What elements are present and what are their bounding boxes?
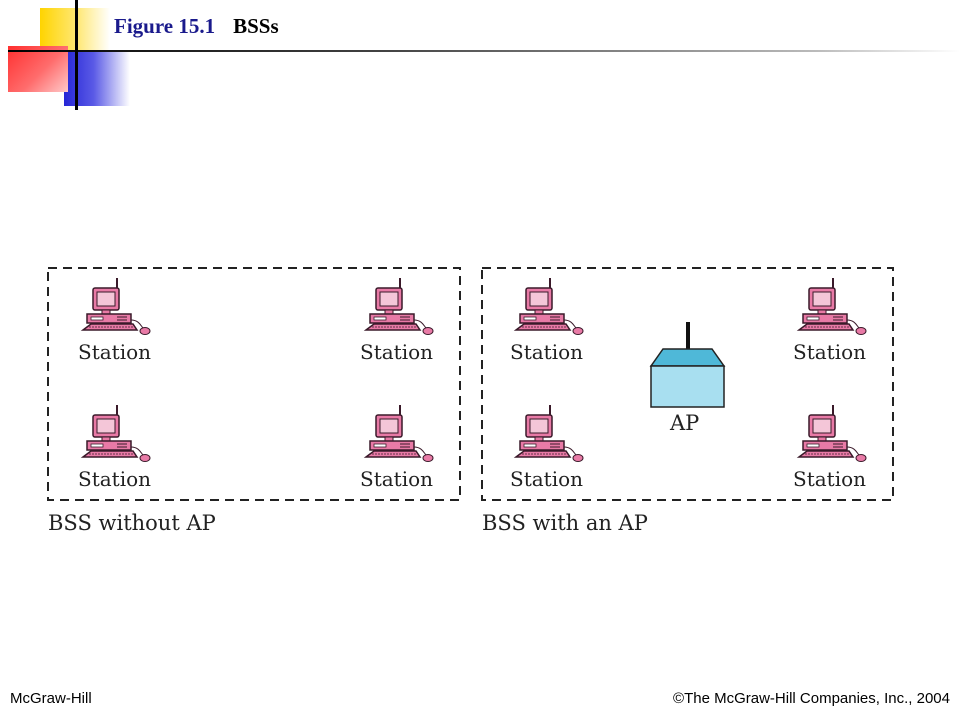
station-label: Station (793, 467, 866, 491)
bss-with-ap-boundary (481, 267, 894, 501)
station-label: Station (78, 340, 151, 364)
bss-without-ap-boundary (47, 267, 461, 501)
station-label: Station (78, 467, 151, 491)
station-computer-icon (365, 404, 434, 463)
station-computer-icon (515, 404, 584, 463)
station-computer-icon (365, 277, 434, 336)
station-computer-icon (798, 277, 867, 336)
station-label: Station (510, 467, 583, 491)
station-label: Station (793, 340, 866, 364)
station-computer-icon (82, 404, 151, 463)
station-label: Station (360, 340, 433, 364)
decorative-red-block (8, 46, 68, 92)
access-point-icon (649, 322, 726, 408)
station-computer-icon (82, 277, 151, 336)
footer-publisher: McGraw-Hill (10, 690, 92, 707)
station-label: Station (510, 340, 583, 364)
station-label: Station (360, 467, 433, 491)
figure-name: BSSs (233, 14, 279, 38)
station-computer-icon (515, 277, 584, 336)
bss-with-ap-caption: BSS with an AP (482, 511, 648, 535)
access-point-label: AP (669, 411, 699, 435)
decorative-vertical-rule (75, 0, 78, 110)
bss-without-ap-caption: BSS without AP (48, 511, 216, 535)
footer-copyright: ©The McGraw-Hill Companies, Inc., 2004 (673, 690, 950, 707)
figure-title: Figure 15.1 BSSs (114, 14, 279, 39)
decorative-horizontal-rule (8, 50, 960, 52)
station-computer-icon (798, 404, 867, 463)
figure-number: Figure 15.1 (114, 14, 216, 38)
